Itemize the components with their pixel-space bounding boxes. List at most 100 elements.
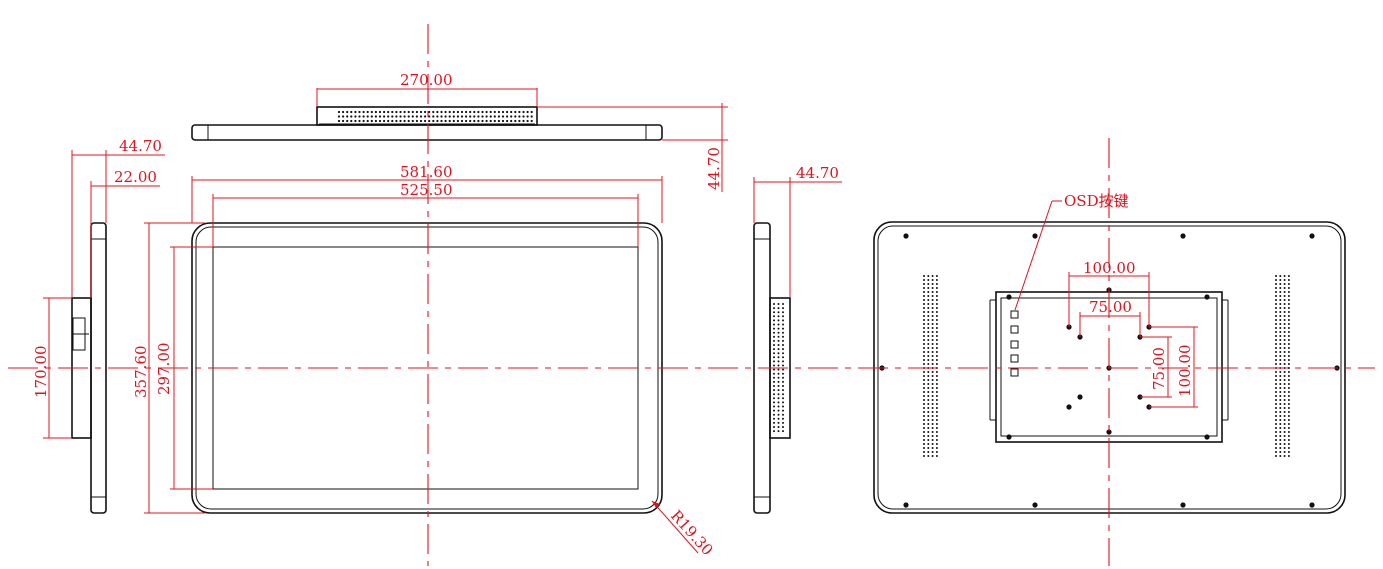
vent-hole <box>777 368 780 371</box>
vent-hole <box>931 355 934 357</box>
vent-hole <box>927 431 930 433</box>
vent-hole <box>927 311 930 313</box>
vent-hole <box>1287 379 1290 381</box>
vent-hole <box>1275 427 1277 429</box>
vent-hole <box>1279 419 1282 421</box>
vent-hole <box>931 351 934 353</box>
vent-hole <box>374 110 377 114</box>
vent-hole <box>927 427 930 429</box>
vent-hole <box>777 348 780 351</box>
vent-hole <box>497 115 500 118</box>
vent-hole <box>395 115 398 118</box>
vent-hole <box>923 315 925 317</box>
right-side-vent-grille <box>773 303 784 433</box>
vent-hole <box>931 387 934 389</box>
vent-hole <box>923 371 925 373</box>
vent-hole <box>518 119 521 123</box>
vent-hole <box>1287 275 1290 277</box>
vent-hole <box>923 419 925 421</box>
vent-hole <box>378 115 382 118</box>
vent-hole <box>935 431 938 433</box>
vent-hole <box>927 363 930 365</box>
vent-hole <box>927 375 930 377</box>
vent-hole <box>927 435 930 437</box>
vent-hole <box>440 115 443 118</box>
vent-hole <box>923 287 925 289</box>
vent-hole <box>473 110 476 114</box>
vent-hole <box>773 323 775 326</box>
vent-hole <box>1287 331 1290 333</box>
vent-hole <box>428 110 431 114</box>
vent-hole <box>1283 339 1286 341</box>
vent-hole <box>931 379 934 381</box>
vent-hole <box>1283 439 1286 441</box>
vent-hole <box>337 115 341 118</box>
dim-side-depth-left: 44.70 <box>119 137 162 155</box>
vent-hole <box>1275 435 1277 437</box>
vent-hole <box>927 439 930 441</box>
vent-hole <box>1279 315 1282 317</box>
vent-hole <box>1287 423 1290 425</box>
vent-hole <box>1275 383 1277 385</box>
vent-hole <box>927 387 930 389</box>
vent-hole <box>927 335 930 337</box>
vent-hole <box>1279 327 1282 329</box>
vent-hole <box>782 413 784 416</box>
vent-hole <box>927 447 930 449</box>
vent-hole <box>773 356 775 359</box>
vent-hole <box>1283 275 1286 277</box>
vent-hole <box>931 275 934 277</box>
vent-hole <box>935 383 938 385</box>
vent-hole <box>1275 371 1277 373</box>
vent-hole <box>1275 327 1277 329</box>
vent-hole <box>782 311 784 314</box>
vent-hole <box>777 315 780 318</box>
vent-hole <box>931 431 934 433</box>
vent-hole <box>931 311 934 313</box>
vent-hole <box>440 119 443 123</box>
vent-hole <box>358 110 361 114</box>
vent-hole <box>782 323 784 326</box>
vent-hole <box>1287 307 1290 309</box>
vent-hole <box>931 283 934 285</box>
screw-hole <box>1106 429 1112 435</box>
vent-hole <box>1275 339 1277 341</box>
vent-hole <box>935 347 938 349</box>
vent-hole <box>395 119 398 123</box>
vent-hole <box>927 291 930 293</box>
vent-hole <box>923 423 925 425</box>
vent-hole <box>935 299 938 301</box>
dim-stand-width: 270.00 <box>400 71 453 89</box>
vent-hole <box>935 443 938 445</box>
vent-hole <box>931 327 934 329</box>
vent-hole <box>931 331 934 333</box>
vent-hole <box>931 343 934 345</box>
vent-hole <box>1283 447 1286 449</box>
vent-hole <box>931 291 934 293</box>
vent-hole <box>448 115 451 118</box>
vent-hole <box>1283 435 1286 437</box>
vent-hole <box>782 315 784 318</box>
vent-hole <box>1275 387 1277 389</box>
vent-hole <box>923 443 925 445</box>
vent-hole <box>436 110 439 114</box>
vent-hole <box>1275 299 1277 301</box>
vent-hole <box>428 115 431 118</box>
vent-hole <box>931 319 934 321</box>
vent-hole <box>506 119 509 123</box>
vent-hole <box>1279 359 1282 361</box>
vent-hole <box>452 119 455 123</box>
vent-hole <box>1283 335 1286 337</box>
vent-hole <box>489 115 492 118</box>
vent-hole <box>1283 391 1286 393</box>
vent-hole <box>927 379 930 381</box>
vent-hole <box>935 415 938 417</box>
vent-hole <box>1283 411 1286 413</box>
vent-hole <box>931 435 934 437</box>
vent-hole <box>1275 315 1277 317</box>
vent-hole <box>469 115 472 118</box>
vent-hole <box>773 426 775 428</box>
vent-hole <box>777 344 780 346</box>
left-side-view: 44.70 22.00 170.00 <box>32 137 165 514</box>
dim-screen-width: 525.50 <box>400 181 453 199</box>
